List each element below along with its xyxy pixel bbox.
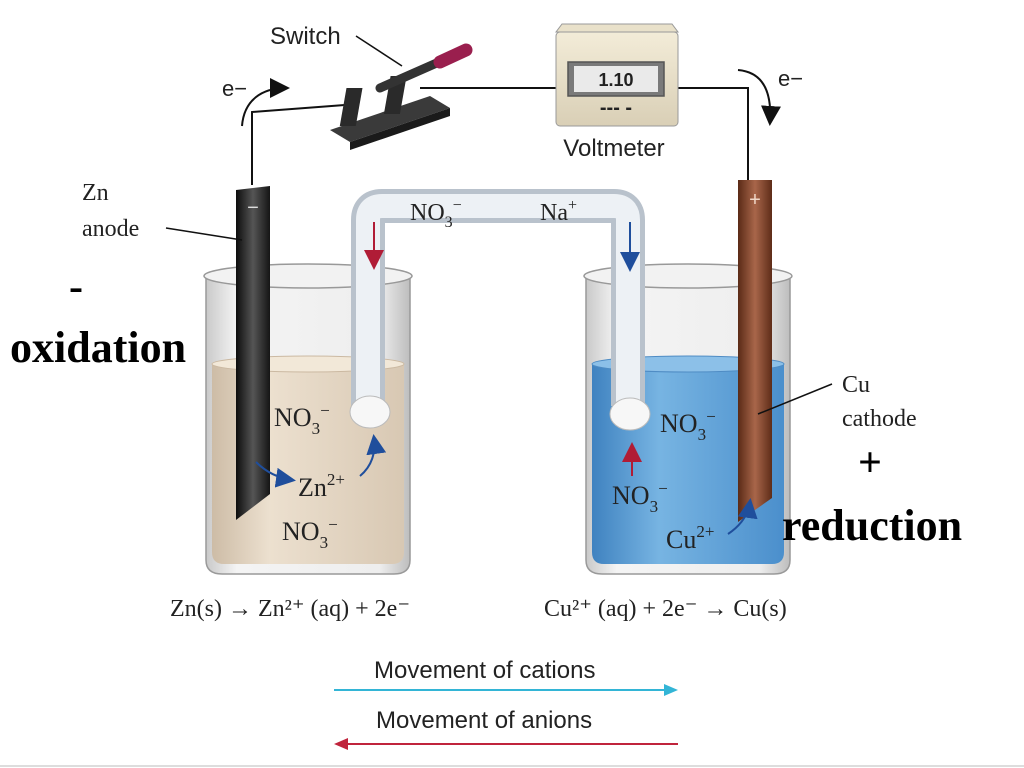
switch-leader-line — [355, 35, 403, 67]
zn-anode-label-line2: anode — [82, 216, 139, 242]
copper-leader-line — [757, 383, 833, 415]
anode-half-reaction: Zn(s) → Zn²⁺ (aq) + 2e⁻ — [170, 596, 410, 622]
zinc-electrode: − — [165, 186, 270, 520]
voltmeter-marks: --- - — [600, 97, 632, 119]
left-ion-no3-bottom: NO3− — [282, 515, 338, 552]
right-ion-cu2: Cu2+ — [666, 522, 714, 554]
voltmeter-reading: 1.10 — [598, 70, 633, 90]
switch — [330, 35, 473, 150]
electron-flow-right-arrow — [737, 69, 781, 126]
cathode-sign-overlay: + — [858, 440, 882, 486]
zn-anode-label-line1: Zn — [82, 180, 109, 206]
voltmeter — [555, 23, 679, 127]
anode-sign-overlay: - — [69, 264, 83, 310]
electron-right-label: e− — [778, 66, 803, 91]
salt-bridge-plug-left — [349, 395, 391, 429]
salt-bridge-cation-label: Na+ — [540, 197, 577, 226]
electron-left-label: e− — [222, 76, 247, 101]
cu-ion-to-electrode-arrow — [727, 498, 758, 535]
copper-electrode-sign: + — [749, 189, 761, 211]
right-ion-no3-top: NO3− — [660, 407, 716, 444]
zn-ion-release-arrow — [255, 461, 296, 488]
voltmeter-label: Voltmeter — [563, 135, 664, 162]
zinc-leader-line — [165, 227, 243, 241]
switch-handle — [433, 43, 473, 69]
legend-cations-label: Movement of cations — [374, 657, 595, 684]
cu-cathode-label-line1: Cu — [842, 372, 870, 398]
copper-electrode: + — [738, 180, 833, 522]
left-ion-no3-top: NO3− — [274, 401, 330, 438]
zinc-electrode-sign: − — [247, 197, 259, 219]
salt-bridge — [349, 189, 651, 431]
reduction-overlay: reduction — [782, 501, 962, 550]
salt-bridge-plug-right — [609, 397, 651, 431]
salt-bridge-anion-label: NO3− — [410, 197, 462, 231]
zn-ion-to-bridge-arrow — [359, 434, 387, 477]
legend-anions-arrowhead — [334, 738, 348, 750]
electron-flow-left-arrow — [241, 78, 290, 127]
legend-cations-arrowhead — [664, 684, 678, 696]
legend-anions-label: Movement of anions — [376, 707, 592, 734]
external-circuit-wire — [251, 87, 749, 185]
oxidation-overlay: oxidation — [10, 323, 186, 372]
left-ion-zn2: Zn2+ — [298, 470, 345, 502]
cu-cathode-label-line2: cathode — [842, 406, 917, 432]
switch-label: Switch — [270, 23, 341, 50]
right-ion-no3-middle: NO3− — [612, 479, 668, 516]
cathode-half-reaction: Cu²⁺ (aq) + 2e⁻ → Cu(s) — [544, 596, 787, 622]
